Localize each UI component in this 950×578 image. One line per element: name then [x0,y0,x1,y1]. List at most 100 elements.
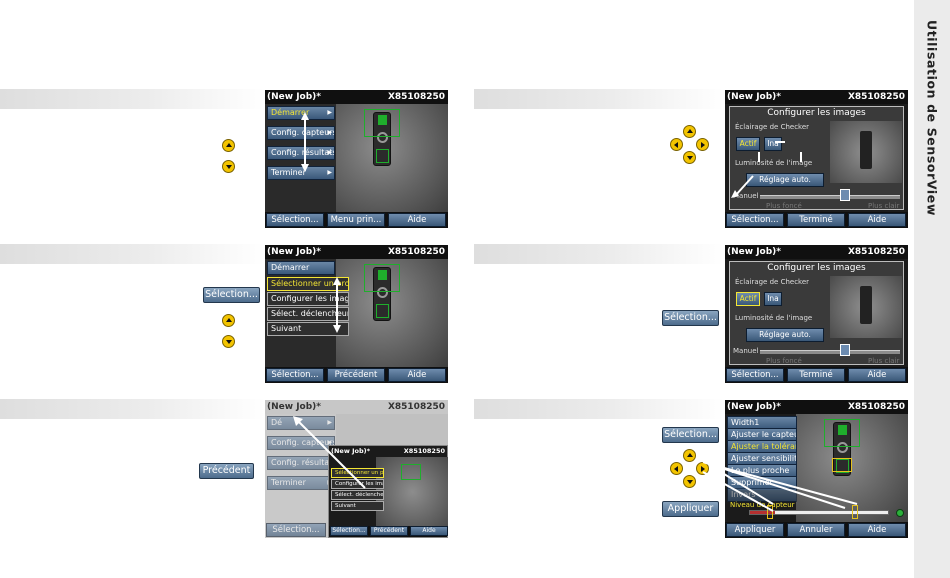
inset-item-selectionner-projet[interactable]: Sélectionner un projet [331,468,384,478]
menu-item-terminer[interactable]: Terminer [267,166,335,180]
submenu-configurer-images[interactable]: Configurer les images [267,292,349,306]
tolerance-marker-high[interactable] [852,505,858,519]
aide-softkey[interactable]: Aide [848,368,906,382]
menu-item-demarrer[interactable]: Démarrer [267,106,335,120]
plus-clair-label: Plus clair [868,202,900,210]
reglage-auto-button[interactable]: Réglage auto. [746,173,824,187]
luminosite-label: Luminosité de l'image [735,159,813,167]
selection-control-button: Sélection... [662,427,719,443]
down-arrow-icon [683,475,696,488]
down-arrow-icon [683,151,696,164]
serial-number: X85108250 [847,92,905,102]
side-tab-label: Utilisation de SensorView [924,19,940,217]
submenu-selectionner-projet[interactable]: Sélectionner un projet [267,277,349,291]
left-arrow-icon [670,138,683,151]
job-name: (New Job)* [267,402,321,412]
reglage-auto-button[interactable]: Réglage auto. [746,328,824,342]
brightness-slider[interactable] [760,350,900,354]
inset-camera-image [376,457,448,527]
brightness-slider-thumb[interactable] [840,189,850,201]
inset-job-name: (New Job)* [331,447,370,455]
left-arrow-icon [670,462,683,475]
inset-item-suivant[interactable]: Suivant [331,501,384,511]
screen-configurer-images: (New Job)*X85108250 Configurer les image… [725,90,908,228]
termine-softkey[interactable]: Terminé [787,368,845,382]
camera-image [336,104,448,212]
menu-item-demarrer[interactable]: Démarrer [267,261,335,275]
luminosite-label: Luminosité de l'image [735,314,813,322]
screen-configurer-images-2: (New Job)*X85108250 Configurer les image… [725,245,908,383]
niveau-capteur-label: Niveau de capteur [730,501,795,509]
step-band-2-left [0,244,265,264]
up-arrow-icon [683,125,696,138]
inactif-button[interactable]: Ina [764,137,782,151]
sensor-roi [364,264,400,292]
up-arrow-icon [683,449,696,462]
aide-softkey[interactable]: Aide [848,523,906,537]
eclairage-label: Éclairage de Checker [735,278,810,286]
sensor-object [373,267,391,321]
job-name: (New Job)* [267,247,321,257]
inset-item-select-declencheur[interactable]: Sélect. déclencheur [331,490,384,500]
menu-principal-softkey[interactable]: Menu prin... [327,213,385,227]
submenu-suivant[interactable]: Suivant [267,322,349,336]
tolerance-marker-low[interactable] [767,505,773,519]
plus-fonce-label: Plus foncé [766,357,802,365]
selection-softkey[interactable]: Sélection... [726,368,784,382]
aide-softkey[interactable]: Aide [388,213,446,227]
inset-serial: X85108250 [403,447,445,455]
step-band-3-left [0,399,265,419]
menu-item-inverser[interactable]: Invers [727,488,797,502]
selection-softkey[interactable]: Sélection... [266,368,324,382]
precedent-softkey[interactable]: Précédent [327,368,385,382]
inset-aide-softkey[interactable]: Aide [410,526,448,536]
softkey-bar: Sélection... Terminé Aide [725,367,908,383]
sensor-roi [824,419,860,447]
menu-item-config-resultats[interactable]: Config. résultats [267,146,335,160]
down-arrow-icon [222,335,235,348]
menu-item-config-capteurs[interactable]: Config. capteurs [267,436,335,450]
screen-demarrer-submenu: (New Job)*X85108250 Démarrer Sélectionne… [265,245,448,383]
brightness-slider-thumb[interactable] [840,344,850,356]
softkey-bar: Sélection... Terminé Aide [725,212,908,228]
inset-selection-softkey[interactable]: Sélection... [330,526,368,536]
inset-header: (New Job)* X85108250 [329,446,447,457]
inactif-button[interactable]: Ina [764,292,782,306]
selection-softkey[interactable]: Sélection... [266,213,324,227]
aide-softkey[interactable]: Aide [388,368,446,382]
step-band-3-right [474,399,724,419]
sensor-level-bar [749,510,889,515]
menu-item-config-resultats[interactable]: Config. résultats [267,456,335,470]
precedent-control-button: Précédent [199,463,254,479]
actif-button[interactable]: Actif [736,292,760,306]
softkey-bar: Appliquer Annuler Aide [725,522,908,538]
inset-precedent-softkey[interactable]: Précédent [370,526,408,536]
screen-faded-main-menu: (New Job)*X85108250 Dé Config. capteurs … [265,400,448,538]
dialog-title: Configurer les images [767,263,866,273]
up-arrow-icon [222,314,235,327]
manuel-label: Manuel [733,192,759,200]
menu-item-terminer[interactable]: Terminer [267,476,335,490]
configurer-images-dialog: Configurer les images Éclairage de Check… [729,261,904,365]
screen-header: (New Job)*X85108250 [725,90,908,104]
submenu-select-declencheur[interactable]: Sélect. déclencheur [267,307,349,321]
sensor-object [373,112,391,166]
menu-item-demarrer[interactable]: Dé [267,416,335,430]
screen-main-menu: (New Job)*X85108250 Démarrer Config. cap… [265,90,448,228]
screen-header: (New Job)*X85108250 [265,245,448,259]
termine-softkey[interactable]: Terminé [787,213,845,227]
softkey-bar: Sélection... Précédent Aide [265,367,448,383]
section-side-tab: Utilisation de SensorView [914,0,950,578]
actif-button[interactable]: Actif [736,137,760,151]
serial-number: X85108250 [387,92,445,102]
brightness-slider[interactable] [760,195,900,199]
appliquer-control-button: Appliquer [662,501,719,517]
selection-softkey[interactable]: Sélection... [266,523,326,537]
inset-item-configurer-images[interactable]: Configurer les images [331,479,384,489]
selection-softkey[interactable]: Sélection... [726,213,784,227]
annuler-softkey[interactable]: Annuler [787,523,845,537]
appliquer-softkey[interactable]: Appliquer [726,523,784,537]
aide-softkey[interactable]: Aide [848,213,906,227]
selection-control-button: Sélection... [662,310,719,326]
menu-item-config-capteurs[interactable]: Config. capteurs [267,126,335,140]
